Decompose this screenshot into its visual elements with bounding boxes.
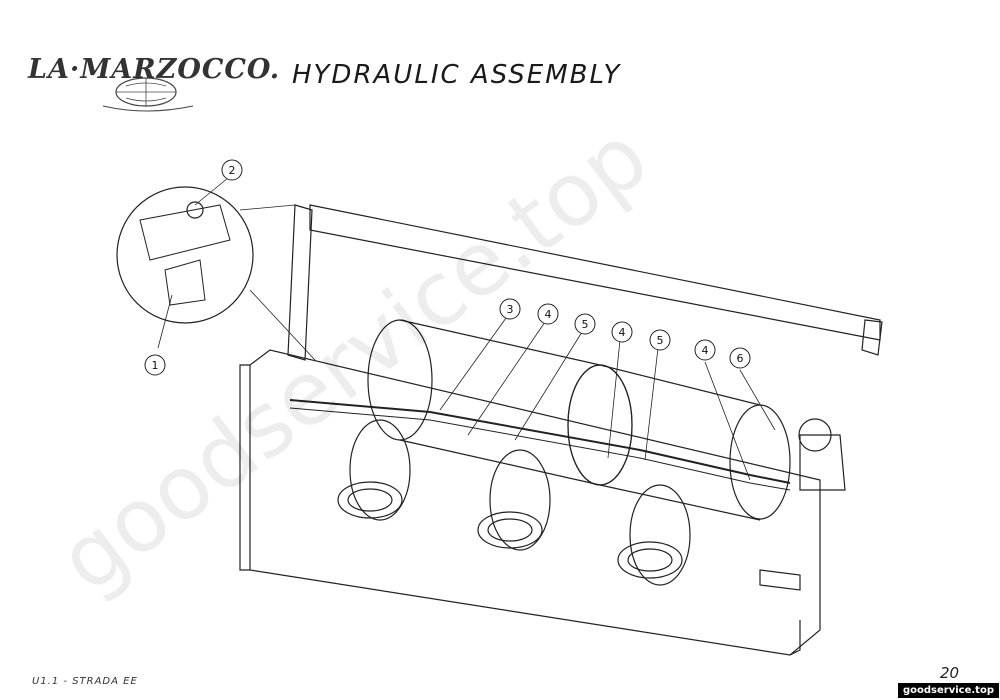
steam-boiler-left: [367, 319, 433, 441]
base-plate: [249, 349, 821, 656]
portafilter-3: [617, 541, 683, 579]
brew-group-1: [349, 419, 411, 521]
page-number: 20: [940, 664, 960, 682]
svg-text:3: 3: [507, 303, 514, 316]
la-marzocco-logo: LA·MARZOCCO.: [28, 40, 281, 120]
svg-text:5: 5: [657, 334, 664, 347]
svg-text:5: 5: [582, 318, 589, 331]
svg-text:2: 2: [229, 164, 236, 177]
svg-text:1: 1: [152, 359, 159, 372]
callout-6: 6: [729, 347, 751, 369]
callout-1: 1: [144, 354, 166, 376]
svg-text:6: 6: [737, 352, 744, 365]
svg-text:4: 4: [702, 344, 709, 357]
svg-text:4: 4: [619, 326, 626, 339]
frame-left-upright: [287, 204, 313, 361]
callout-4b: 4: [611, 321, 633, 343]
callout-5b: 5: [649, 329, 671, 351]
brew-group-2: [489, 449, 551, 551]
callout-5a: 5: [574, 313, 596, 335]
portafilter-1: [337, 481, 403, 519]
page-title: HYDRAULIC ASSEMBLY: [292, 60, 622, 90]
svg-text:4: 4: [545, 308, 552, 321]
water-pipe: [289, 399, 791, 484]
steam-boiler-right: [567, 364, 633, 486]
hydraulic-assembly-diagram: 1 2 3 4 5 4 5 4 6: [116, 159, 883, 656]
frame-top-rail: [309, 204, 881, 341]
portafilter-2: [477, 511, 543, 549]
callout-4a: 4: [537, 303, 559, 325]
logo-text: LA·MARZOCCO.: [28, 54, 281, 85]
brew-group-3: [629, 484, 691, 586]
callout-3: 3: [499, 298, 521, 320]
globe-emblem-icon: [102, 77, 194, 112]
frame-right-end: [861, 319, 883, 356]
callout-4c: 4: [694, 339, 716, 361]
site-tag: goodservice.top: [898, 683, 999, 698]
model-code: U1.1 - STRADA EE: [32, 676, 138, 687]
callout-2: 2: [221, 159, 243, 181]
detail-magnifier-circle: [116, 186, 254, 324]
